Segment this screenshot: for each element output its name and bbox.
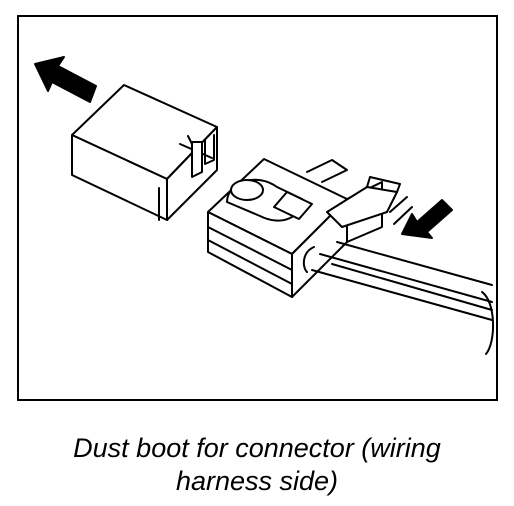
connector-body [207, 158, 383, 298]
connector-diagram [34, 56, 495, 355]
figure-caption: Dust boot for connector (wiring harness … [0, 432, 514, 498]
caption-line-2: harness side) [175, 466, 339, 496]
diagram-frame [17, 15, 498, 401]
arrow-down-left-icon [389, 196, 453, 239]
release-tab [326, 176, 401, 228]
caption-line-1: Dust boot for connector (wiring [73, 433, 441, 463]
arrow-up-left-icon [34, 56, 97, 103]
dust-boot [71, 84, 218, 221]
wiring-harness [302, 241, 495, 355]
